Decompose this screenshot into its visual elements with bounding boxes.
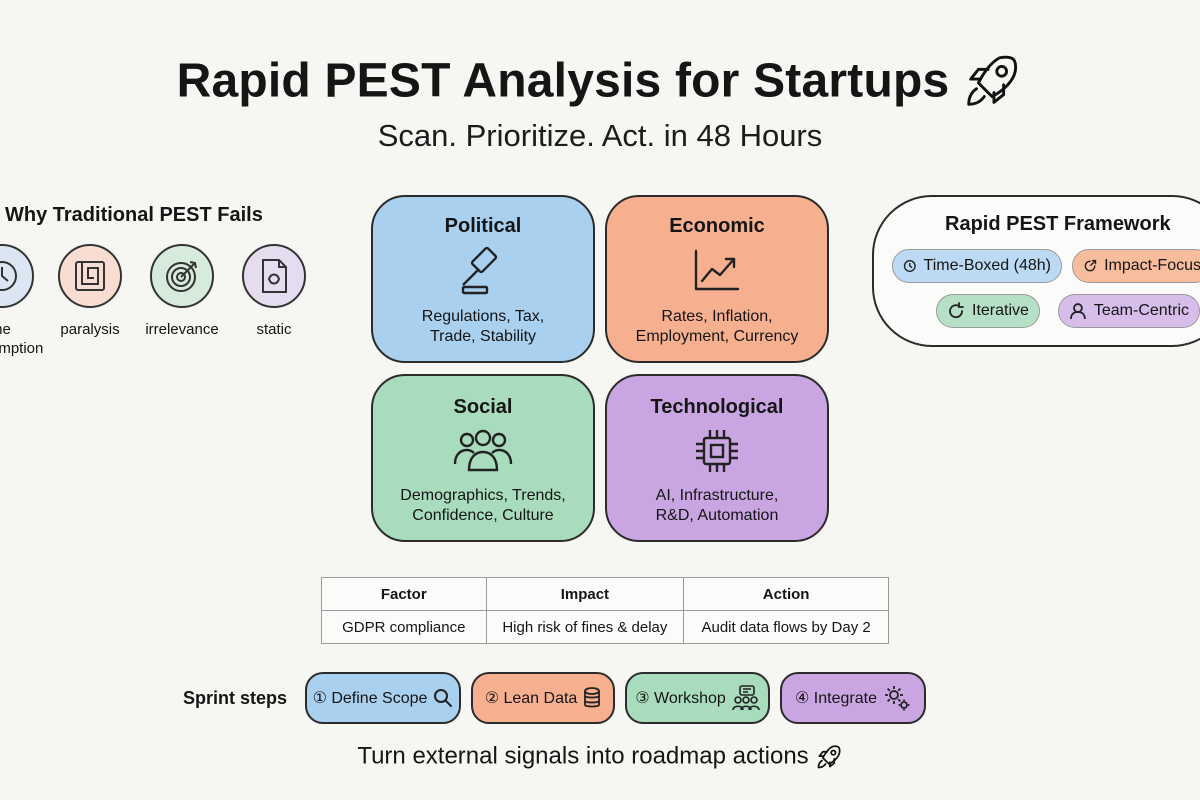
clock-icon [0,244,34,308]
page-subtitle: Scan. Prioritize. Act. in 48 Hours [377,118,823,153]
page-title: Rapid PEST Analysis for Startups [0,50,1200,112]
quadrant-title: Political [444,215,522,237]
quadrant-economic: Economic Rates, Inflation, Employment, C… [605,195,829,363]
clock-icon [903,260,916,272]
item-line: Rates, Inflation, [661,308,773,325]
pill-label: Team-Centric [1093,302,1189,319]
rocket-icon [967,55,1018,106]
quadrant-social: Social Demographics, Trends, Confidence,… [371,374,595,542]
title-text: Rapid PEST Analysis for Startups [176,54,950,108]
target-icon [150,244,214,308]
quadrant-items: AI, Infrastructure, R&D, Automation [617,486,817,526]
item-line: AI, Infrastructure, [655,487,779,504]
fail-label-time-consumption: me umption [0,320,44,358]
step-integrate: ④ Integrate [780,672,926,724]
rocket-icon [817,745,841,769]
search-icon [434,689,453,707]
table-header: Action [683,577,889,611]
sprint-label: Sprint steps [183,688,288,708]
step-lean-data: ② Lean Data [471,672,615,724]
pill-label: Iterative [972,302,1029,319]
table-header-row: Factor Impact Action [321,577,889,611]
pill-label: Time-Boxed (48h) [923,257,1051,274]
step-label: ③ Workshop [635,690,726,707]
fail-label-irrelevance: irrelevance [145,321,219,338]
quadrant-items: Demographics, Trends, Confidence, Cultur… [383,486,583,526]
step-label: ② Lean Data [484,690,578,707]
step-label: ④ Integrate [795,690,877,707]
quadrant-items: Rates, Inflation, Employment, Currency [617,307,817,347]
fails-heading: Why Traditional PEST Fails [5,204,263,226]
pill-impact-focus: Impact-Focus [1072,249,1200,283]
database-icon [584,687,601,708]
item-line: Regulations, Tax, [421,308,545,325]
pill-label: Impact-Focus [1104,257,1200,274]
step-label: ① Define Scope [312,690,428,707]
footer-tagline: Turn external signals into roadmap actio… [0,742,1200,771]
people-icon [453,429,513,472]
document-icon [242,244,306,308]
fail-label-line: me [0,321,11,338]
step-define-scope: ① Define Scope [305,672,461,724]
table-row: GDPR compliance High risk of fines & del… [321,610,889,644]
refresh-icon [949,302,964,319]
fail-label-static: static [256,321,292,338]
pill-team-centric: Team-Centric [1058,294,1200,328]
footer-text: Turn external signals into roadmap actio… [357,742,809,770]
quadrant-title: Economic [669,215,765,237]
chip-icon [696,430,738,472]
team-chat-icon [731,685,760,711]
maze-icon [58,244,122,308]
fail-label-line: umption [0,340,44,357]
step-workshop: ③ Workshop [625,672,770,724]
item-line: R&D, Automation [655,507,779,524]
item-line: Demographics, Trends, [400,487,566,504]
gears-icon [884,686,910,711]
item-line: Employment, Currency [635,328,799,345]
table-cell: Audit data flows by Day 2 [683,610,889,644]
quadrant-technological: Technological AI, Infrastructure, R&D, A… [605,374,829,542]
table-header: Factor [321,577,487,611]
pill-time-boxed: Time-Boxed (48h) [892,249,1062,283]
growth-chart-icon [694,249,740,291]
table-header: Impact [485,577,685,611]
arrow-icon [1084,259,1097,272]
quadrant-title: Social [453,396,513,418]
gavel-icon [461,246,498,295]
quadrant-political: Political Regulations, Tax, Trade, Stabi… [371,195,595,363]
framework-title: Rapid PEST Framework [945,213,1171,235]
pest-table: Factor Impact Action GDPR compliance Hig… [321,577,889,644]
table-cell: High risk of fines & delay [485,610,685,644]
quadrant-title: Technological [650,396,784,418]
fail-label-paralysis: paralysis [60,321,120,338]
person-icon [1070,303,1086,319]
quadrant-items: Regulations, Tax, Trade, Stability [383,307,583,347]
item-line: Trade, Stability [429,328,537,345]
pill-iterative: Iterative [936,294,1040,328]
table-cell: GDPR compliance [321,610,487,644]
item-line: Confidence, Culture [412,507,554,524]
